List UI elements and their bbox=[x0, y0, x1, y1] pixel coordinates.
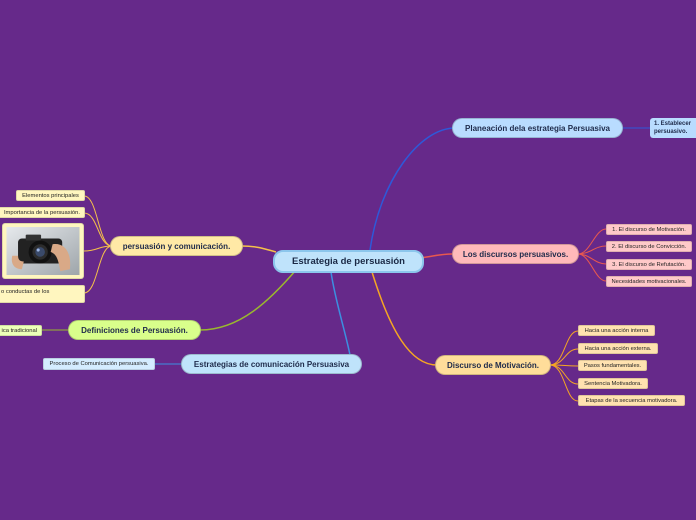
subtopic-elementos[interactable]: Elementos principales bbox=[16, 190, 85, 201]
topic-planeacion-label: Planeación dela estrategia Persuasiva bbox=[465, 124, 610, 133]
connector-discursos bbox=[420, 254, 452, 258]
topic-discursos-label: Los discursos persuasivos. bbox=[463, 250, 568, 259]
subtopic-establecer[interactable]: 1. Establecer persuasivo. bbox=[650, 118, 696, 138]
topic-motivacion[interactable]: Discurso de Motivación. bbox=[435, 355, 551, 375]
subtopic-label: Etapas de la secuencia motivadora. bbox=[586, 398, 678, 404]
subtopic-necesidades[interactable]: Necesidades motivacionales. bbox=[606, 276, 692, 287]
topic-persuasion-label: persuasión y comunicación. bbox=[123, 242, 231, 251]
subtopic-discurso-refutacion[interactable]: 3. El discurso de Refutación. bbox=[606, 259, 692, 270]
topic-motivacion-label: Discurso de Motivación. bbox=[447, 361, 539, 370]
subtopic-label: o conductas de los bbox=[1, 289, 49, 295]
subtopic-label: Pasos fundamentales. bbox=[584, 363, 641, 369]
topic-definiciones-label: Definiciones de Persuasión. bbox=[81, 326, 188, 335]
subtopic-label: Hacia una acción interna bbox=[585, 328, 649, 334]
subtopic-label: Necesidades motivacionales. bbox=[611, 279, 686, 285]
topic-discursos[interactable]: Los discursos persuasivos. bbox=[452, 244, 579, 264]
subtopic-label: Hacia una acción externa. bbox=[584, 346, 651, 352]
subtopic-label: Importancia de la persuasión. bbox=[4, 210, 80, 216]
subtopic-conductas[interactable]: o conductas de los bbox=[0, 285, 85, 303]
central-topic[interactable]: Estrategia de persuasión bbox=[273, 250, 424, 273]
subtopic-label: ica tradicional bbox=[2, 328, 37, 334]
connector-definiciones bbox=[200, 270, 296, 330]
topic-estrategias-label: Estrategias de comunicación Persuasiva bbox=[194, 360, 349, 369]
subtopic-establecer-line1: 1. Establecer bbox=[654, 121, 691, 127]
connector-estrategias bbox=[331, 272, 350, 355]
subtopic-discurso-conviccion[interactable]: 2. El discurso de Convicción. bbox=[606, 241, 692, 252]
subtopic-label: 3. El discurso de Refutación. bbox=[612, 262, 686, 268]
subtopic-label: Sentencia Motivadora. bbox=[584, 381, 642, 387]
subtopic-etapas[interactable]: Etapas de la secuencia motivadora. bbox=[578, 395, 685, 406]
subtopic-pasos[interactable]: Pasos fundamentales. bbox=[578, 360, 647, 371]
connector-persuasion bbox=[242, 246, 276, 252]
connector-motivacion bbox=[372, 272, 437, 365]
subtopic-label: 2. El discurso de Convicción. bbox=[612, 244, 686, 250]
camera-photo[interactable] bbox=[2, 223, 84, 279]
subtopic-proceso[interactable]: Proceso de Comunicación persuasiva. bbox=[43, 358, 155, 370]
central-topic-label: Estrategia de persuasión bbox=[292, 256, 405, 267]
subtopic-label: Proceso de Comunicación persuasiva. bbox=[50, 361, 149, 367]
topic-estrategias[interactable]: Estrategias de comunicación Persuasiva bbox=[181, 354, 362, 374]
subtopic-sentencia[interactable]: Sentencia Motivadora. bbox=[578, 378, 648, 389]
subtopic-label: Elementos principales bbox=[22, 193, 79, 199]
topic-planeacion[interactable]: Planeación dela estrategia Persuasiva bbox=[452, 118, 623, 138]
subtopic-accion-interna[interactable]: Hacia una acción interna bbox=[578, 325, 655, 336]
subtopic-importancia[interactable]: Importancia de la persuasión. bbox=[0, 207, 85, 218]
subtopic-discurso-motivacion[interactable]: 1. El discurso de Motivación. bbox=[606, 224, 692, 235]
subtopic-retorica[interactable]: ica tradicional bbox=[0, 325, 42, 336]
connector-planeacion bbox=[370, 128, 455, 250]
topic-definiciones[interactable]: Definiciones de Persuasión. bbox=[68, 320, 201, 340]
topic-persuasion-comunicacion[interactable]: persuasión y comunicación. bbox=[110, 236, 243, 256]
camera-image bbox=[6, 227, 80, 275]
subtopic-label: 1. El discurso de Motivación. bbox=[612, 227, 686, 233]
subtopic-accion-externa[interactable]: Hacia una acción externa. bbox=[578, 343, 658, 354]
subtopic-establecer-line2: persuasivo. bbox=[654, 129, 687, 135]
